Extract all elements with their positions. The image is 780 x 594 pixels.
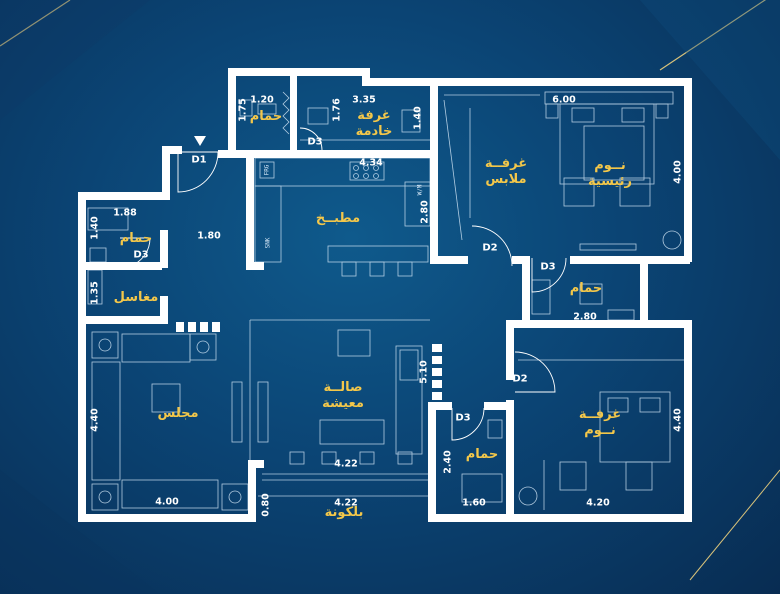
fixture-washer: W/M (416, 184, 424, 196)
fixture-sink: SNK (264, 237, 272, 249)
dim-balcony-width: 4.22 (334, 497, 358, 509)
fixture-fridge: FRG (263, 164, 271, 176)
room-label-living: صالــة معيشة (322, 380, 364, 411)
dim-corridor-width: 1.80 (197, 230, 221, 242)
dim-bath-left-height: 1.40 (89, 216, 101, 240)
room-label-master-bedroom: نــوم رئيسية (587, 158, 633, 189)
dim-bath-right-width: 2.80 (573, 311, 597, 323)
room-label-maid-room: غرفة خادمة (355, 108, 393, 139)
door-bedroom: D2 (512, 373, 528, 385)
room-label-majlis: مجلس (157, 406, 199, 421)
room-label-washbasin: مغاسل (113, 290, 159, 305)
dim-living-width: 4.22 (334, 458, 358, 470)
dim-bath-lower-width: 1.60 (462, 497, 486, 509)
dim-bath-lower-height: 2.40 (442, 450, 454, 474)
dim-kitchen-width: 4.34 (359, 157, 383, 169)
door-dressing: D2 (482, 242, 498, 254)
windows (109, 79, 691, 521)
door-entry: D1 (191, 154, 207, 166)
door-swings (119, 127, 567, 441)
dim-living-height: 5.10 (418, 360, 430, 384)
door-bath-right: D3 (540, 261, 556, 273)
dim-kitchen-height: 2.80 (419, 200, 431, 224)
room-label-bedroom: غرفــة نــوم (578, 407, 622, 438)
room-label-bath-maid: حمام (249, 109, 283, 124)
room-label-dressing: غرفــة ملابس (484, 156, 528, 187)
room-label-bath-right: حمام (569, 281, 603, 296)
dim-bath-maid-height: 1.75 (237, 98, 249, 122)
room-label-bath-left: حمام (119, 231, 153, 246)
room-label-kitchen: مطبــخ (315, 211, 361, 226)
door-maid: D3 (307, 136, 323, 148)
dim-maid-height-1: 1.76 (331, 98, 343, 122)
dim-balcony-height: 0.80 (260, 493, 272, 517)
dim-bath-left-width: 1.88 (113, 207, 137, 219)
furniture-lines (87, 91, 688, 511)
room-label-bath-lower: حمام (465, 447, 499, 462)
dim-master-height: 4.00 (672, 160, 684, 184)
room-label-balcony: بلكونة (324, 505, 364, 520)
dim-master-width: 6.00 (552, 94, 576, 106)
dim-majlis-width: 4.00 (155, 496, 179, 508)
dim-maid-height-2: 1.40 (412, 106, 424, 130)
dim-majlis-height: 4.40 (89, 408, 101, 432)
dim-bedroom-width: 4.20 (586, 497, 610, 509)
dim-washbasin-height: 1.35 (89, 281, 101, 305)
dim-maid-width: 3.35 (352, 94, 376, 106)
door-bath-left: D3 (133, 249, 149, 261)
walls (78, 68, 692, 522)
entry-arrow-icon (194, 136, 206, 146)
dim-bedroom-height: 4.40 (672, 408, 684, 432)
dim-bath-maid-width: 1.20 (250, 94, 274, 106)
door-bath-lower: D3 (455, 412, 471, 424)
